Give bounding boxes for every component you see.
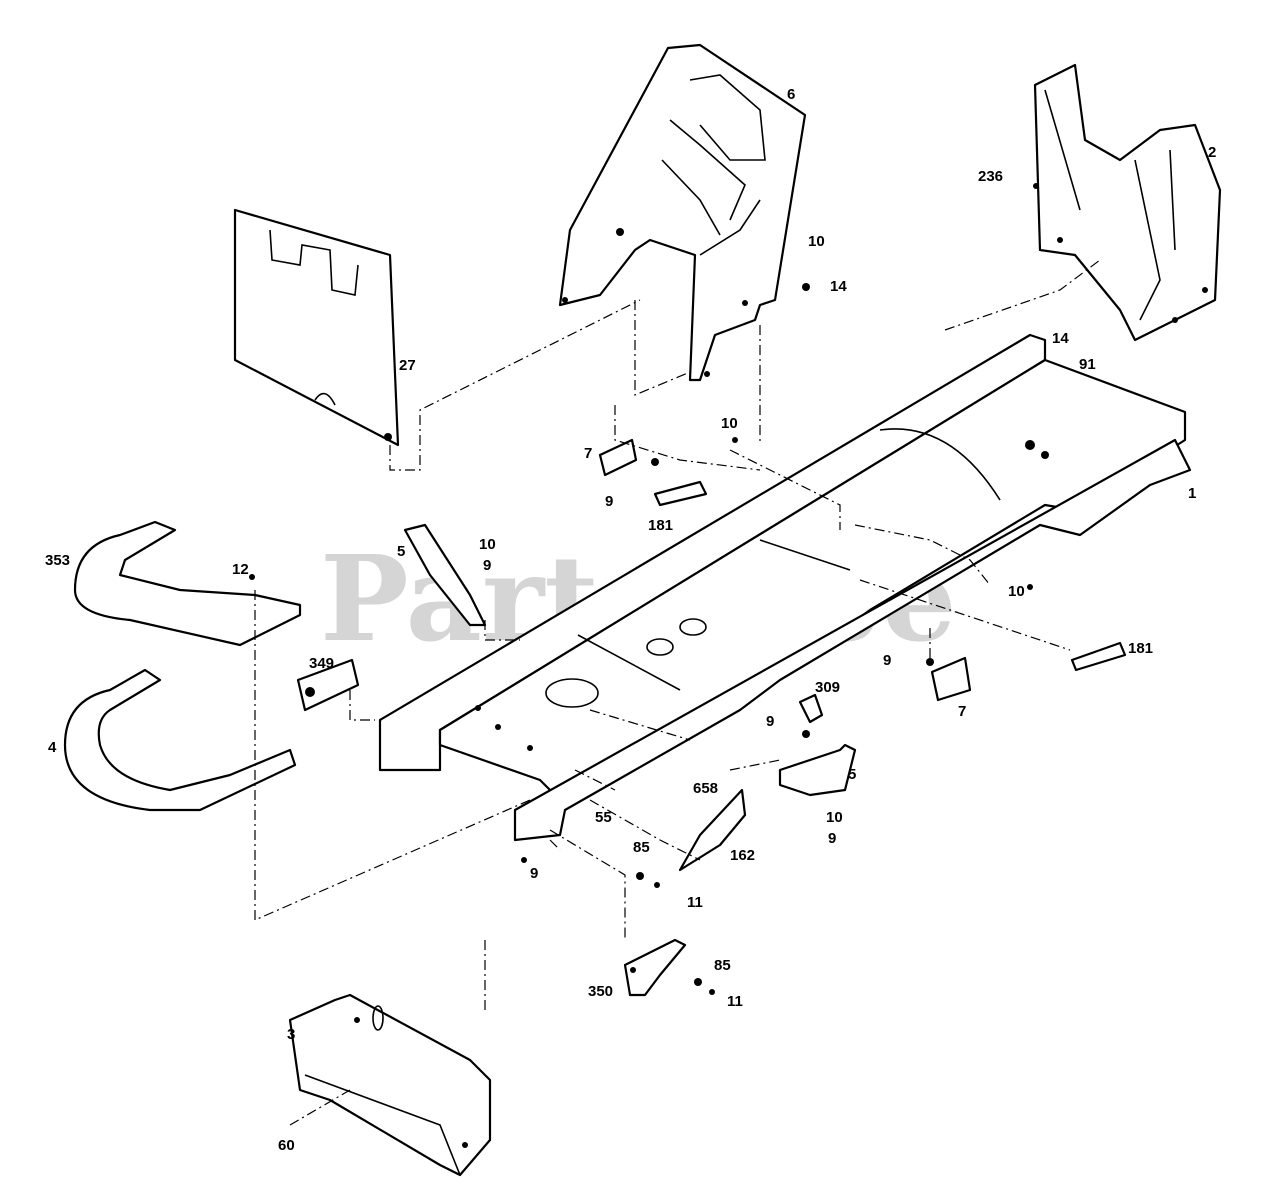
callout-236: 236 (978, 168, 1003, 185)
callout-11: 11 (727, 993, 743, 1010)
part-309-bolt (798, 693, 824, 724)
callout-27: 27 (399, 357, 416, 374)
callout-10: 10 (479, 536, 496, 553)
callout-1: 1 (1188, 485, 1196, 502)
callout-353: 353 (45, 552, 70, 569)
callout-181: 181 (1128, 640, 1153, 657)
callout-7: 7 (958, 703, 966, 720)
part-350-bracket (623, 938, 687, 997)
part-181-strip-top (653, 480, 708, 507)
callout-9: 9 (766, 713, 774, 730)
callout-9: 9 (530, 865, 538, 882)
callout-11: 11 (687, 894, 703, 911)
callout-labels: 6 2 236 10 14 27 14 91 10 7 9 181 1 353 … (45, 86, 1216, 1154)
part-6-dash-panel (558, 43, 807, 382)
callout-5: 5 (848, 766, 856, 783)
callout-7: 7 (584, 445, 592, 462)
callout-349: 349 (309, 655, 334, 672)
callout-10: 10 (826, 809, 843, 826)
callout-9: 9 (605, 493, 613, 510)
callout-10: 10 (721, 415, 738, 432)
callout-4: 4 (48, 739, 57, 756)
callout-9: 9 (483, 557, 491, 574)
callout-350: 350 (588, 983, 613, 1000)
callout-9: 9 (883, 652, 891, 669)
part-349-bracket (296, 658, 360, 712)
callout-10: 10 (1008, 583, 1025, 600)
callout-658: 658 (693, 780, 718, 797)
callout-55: 55 (595, 809, 612, 826)
part-2-rear-bracket (1033, 63, 1222, 342)
callout-85: 85 (714, 957, 731, 974)
callout-85: 85 (633, 839, 650, 856)
callout-162: 162 (730, 847, 755, 864)
callout-5: 5 (397, 543, 405, 560)
part-4-bumper (63, 668, 297, 812)
callout-181: 181 (648, 517, 673, 534)
part-1-main-frame (378, 333, 1192, 842)
part-3-battery-tray (288, 993, 492, 1177)
callout-12: 12 (232, 561, 249, 578)
part-27-shield-plate (233, 208, 400, 447)
part-5-bracket-right (778, 743, 857, 797)
callout-91: 91 (1079, 356, 1096, 373)
callout-10: 10 (808, 233, 825, 250)
part-7-clip-top (598, 438, 638, 477)
leader-lines (254, 259, 1101, 1126)
callout-2: 2 (1208, 144, 1216, 161)
callout-9: 9 (828, 830, 836, 847)
callout-3: 3 (287, 1026, 295, 1043)
callout-309: 309 (815, 679, 840, 696)
callout-14: 14 (1052, 330, 1069, 347)
callout-60: 60 (278, 1137, 295, 1154)
callout-6: 6 (787, 86, 795, 103)
callout-14: 14 (830, 278, 847, 295)
part-353-hoop (73, 520, 302, 647)
part-7-clip-right (930, 656, 972, 702)
part-162-plate (678, 788, 747, 872)
part-181-strip-right (1070, 641, 1127, 672)
fasteners (249, 183, 1039, 995)
